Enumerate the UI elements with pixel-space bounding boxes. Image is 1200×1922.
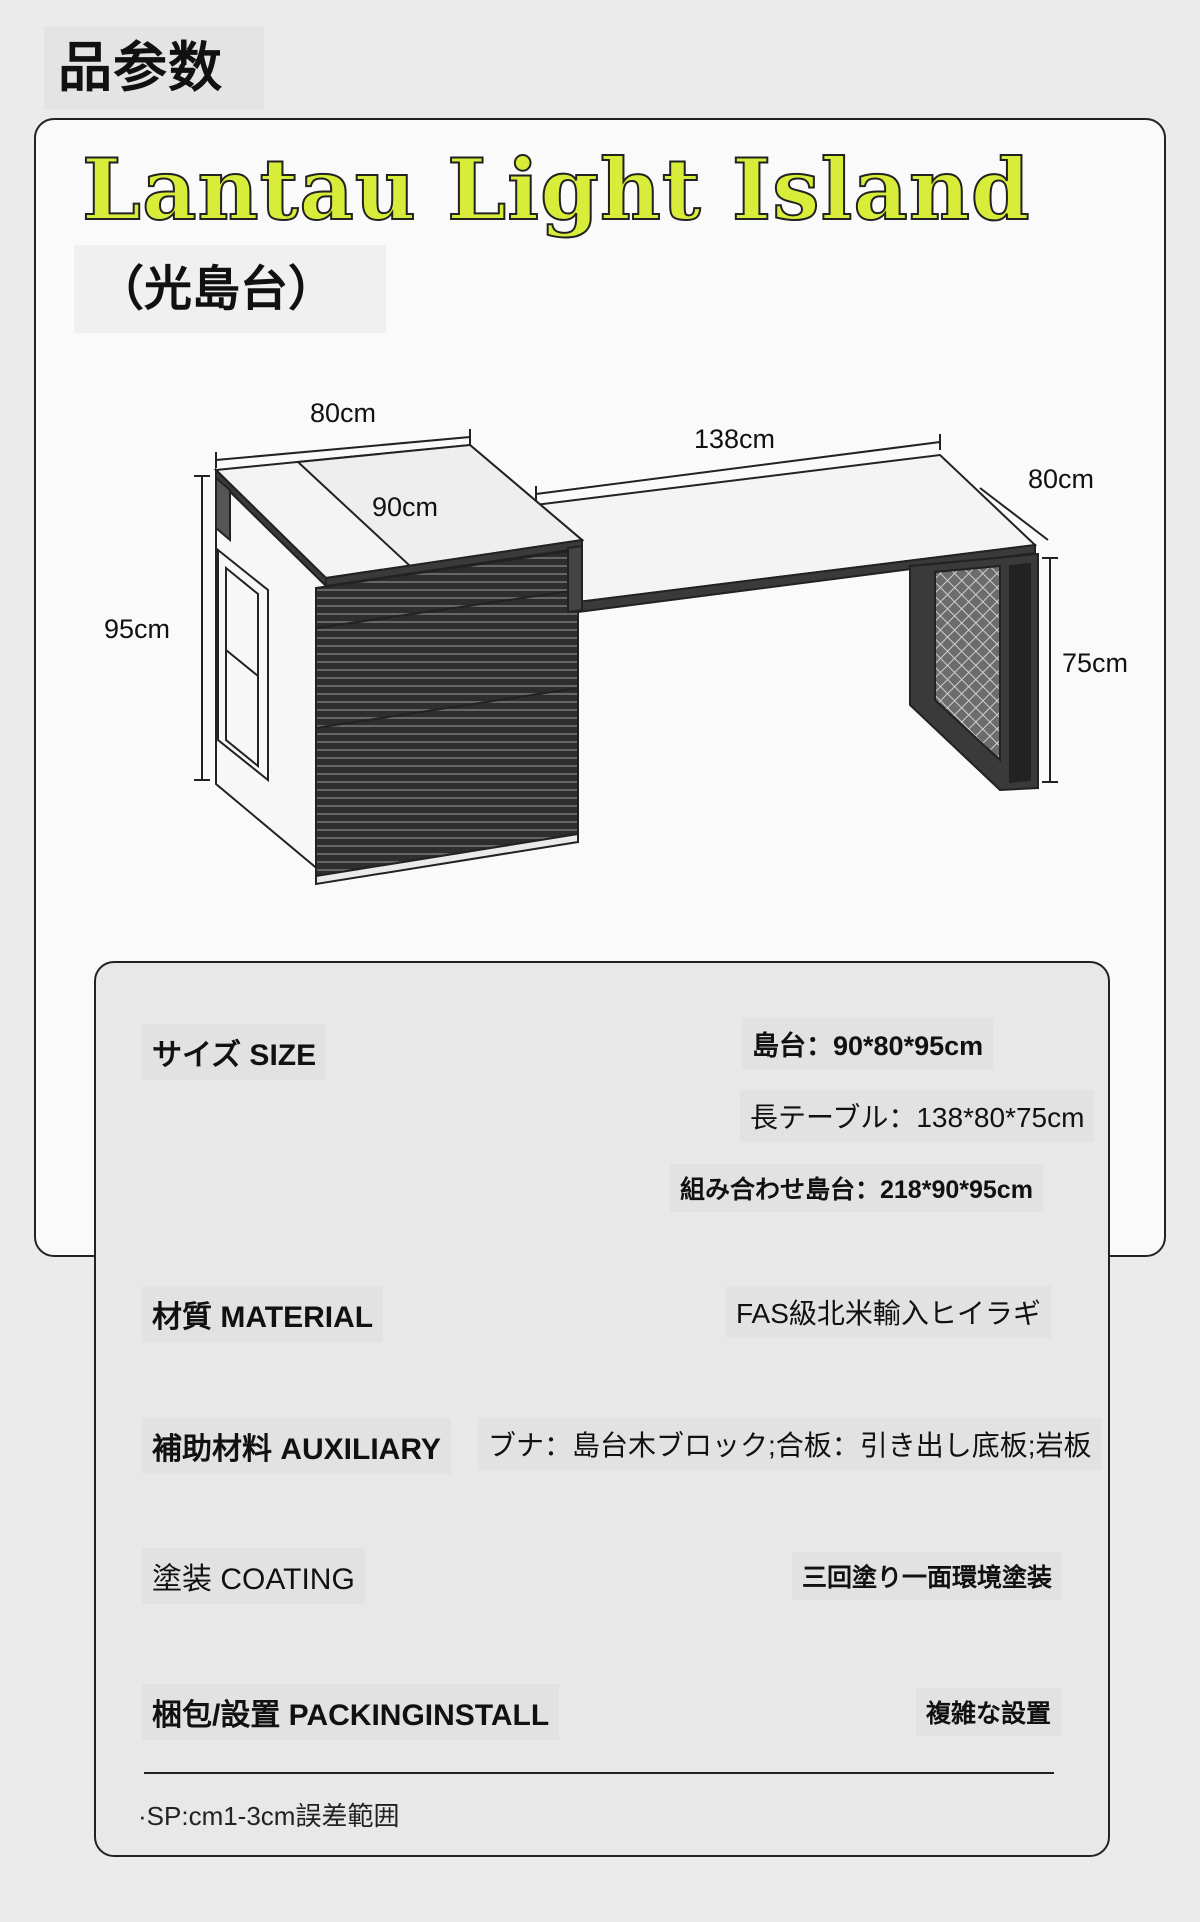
spec-label-material: 材質 MATERIAL <box>142 1286 384 1342</box>
spec-label-coating: 塗装 COATING <box>142 1548 365 1604</box>
spec-value-combined-size: 組み合わせ島台：218*90*95cm <box>670 1164 1043 1212</box>
dim-line-island-width <box>215 436 471 461</box>
tolerance-note: ·SP:cm1-3cm誤差範囲 <box>138 1801 400 1831</box>
spec-value-table-size: 長テーブル：138*80*75cm <box>740 1090 1095 1142</box>
dim-island-width: 80cm <box>310 398 377 428</box>
dim-line-table-length <box>535 441 941 495</box>
dim-table-depth: 80cm <box>1028 464 1095 494</box>
product-subtitle: （光島台） <box>74 245 386 333</box>
product-title: Lantau Light Island <box>81 139 1031 240</box>
island-cabinet <box>213 443 585 886</box>
spec-value-packing: 複雑な設置 <box>916 1688 1062 1736</box>
dim-table-height: 75cm <box>1062 648 1129 678</box>
divider <box>144 1772 1054 1774</box>
spec-value-auxiliary: ブナ：島台木ブロック;合板：引き出し底板;岩板 <box>478 1418 1102 1470</box>
dim-island-depth: 90cm <box>372 492 439 522</box>
spec-value-island-size: 島台：90*80*95cm <box>742 1018 994 1069</box>
section-header: 品参数 <box>44 26 264 110</box>
dim-table-length: 138cm <box>694 424 776 454</box>
dim-island-height: 95cm <box>104 614 171 644</box>
dim-line-table-depth <box>979 487 1049 541</box>
spec-label-size: サイズ SIZE <box>142 1024 327 1080</box>
spec-label-auxiliary: 補助材料 AUXILIARY <box>142 1418 451 1474</box>
product-diagram <box>194 429 1058 886</box>
spec-value-coating: 三回塗り一面環境塗装 <box>792 1552 1063 1600</box>
spec-value-material: FAS級北米輸入ヒイラギ <box>726 1286 1051 1338</box>
table-leg-mesh <box>934 564 1001 763</box>
spec-label-packing: 梱包/設置 PACKINGINSTALL <box>142 1684 560 1740</box>
